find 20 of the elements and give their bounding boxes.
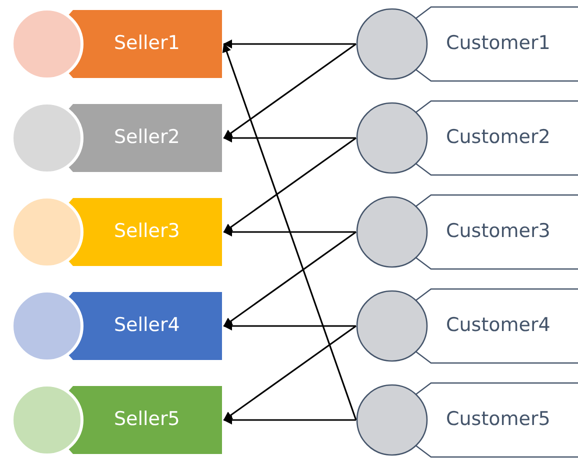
seller-label: Seller1	[114, 34, 180, 53]
seller-label: Seller4	[114, 316, 180, 335]
customer-label: Customer2	[446, 128, 550, 147]
customer-label: Customer4	[446, 316, 550, 335]
arrow	[223, 325, 356, 421]
arrow	[223, 137, 356, 233]
arrow	[223, 228, 356, 236]
arrow	[223, 416, 356, 424]
arrow	[223, 40, 356, 48]
arrow	[222, 43, 357, 420]
arrow	[223, 43, 356, 139]
seller-label: Seller5	[114, 410, 180, 429]
customer-label: Customer3	[446, 222, 550, 241]
seller-label: Seller2	[114, 128, 180, 147]
arrow	[223, 134, 356, 142]
customer-label: Customer5	[446, 410, 550, 429]
arrow	[223, 322, 356, 330]
arrow	[223, 231, 356, 327]
seller-label: Seller3	[114, 222, 180, 241]
customer-label: Customer1	[446, 34, 550, 53]
